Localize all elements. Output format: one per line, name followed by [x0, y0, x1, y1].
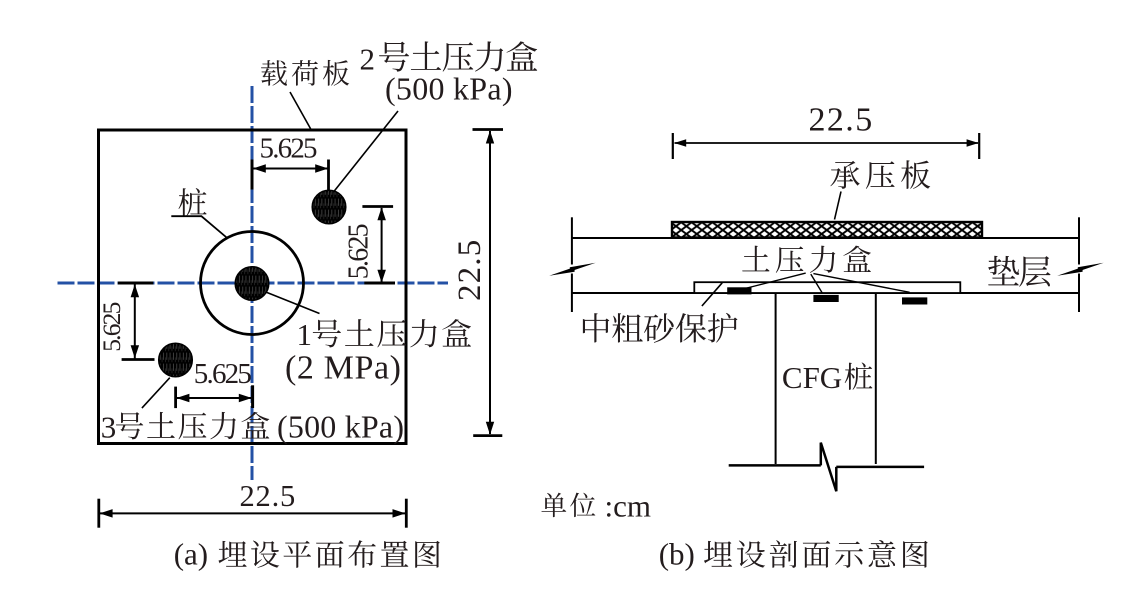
svg-text:22.5: 22.5: [240, 479, 297, 513]
svg-text:22.5: 22.5: [809, 102, 874, 139]
svg-text:(b): (b): [659, 537, 695, 572]
svg-text:5.625: 5.625: [97, 302, 126, 351]
svg-text:3: 3: [101, 410, 117, 445]
svg-text:(a): (a): [174, 537, 208, 572]
svg-text:5.625: 5.625: [344, 224, 375, 279]
svg-text::cm: :cm: [605, 489, 652, 524]
svg-text:1: 1: [297, 317, 313, 352]
svg-text:5.625: 5.625: [194, 358, 252, 390]
svg-text:2: 2: [360, 42, 376, 77]
svg-text:(500 kPa): (500 kPa): [277, 409, 404, 445]
svg-text:(500 kPa): (500 kPa): [385, 71, 513, 107]
svg-text:(2 MPa): (2 MPa): [285, 350, 401, 387]
svg-text:22.5: 22.5: [452, 239, 488, 301]
svg-text:CFG: CFG: [782, 360, 842, 395]
svg-text:5.625: 5.625: [260, 133, 318, 165]
